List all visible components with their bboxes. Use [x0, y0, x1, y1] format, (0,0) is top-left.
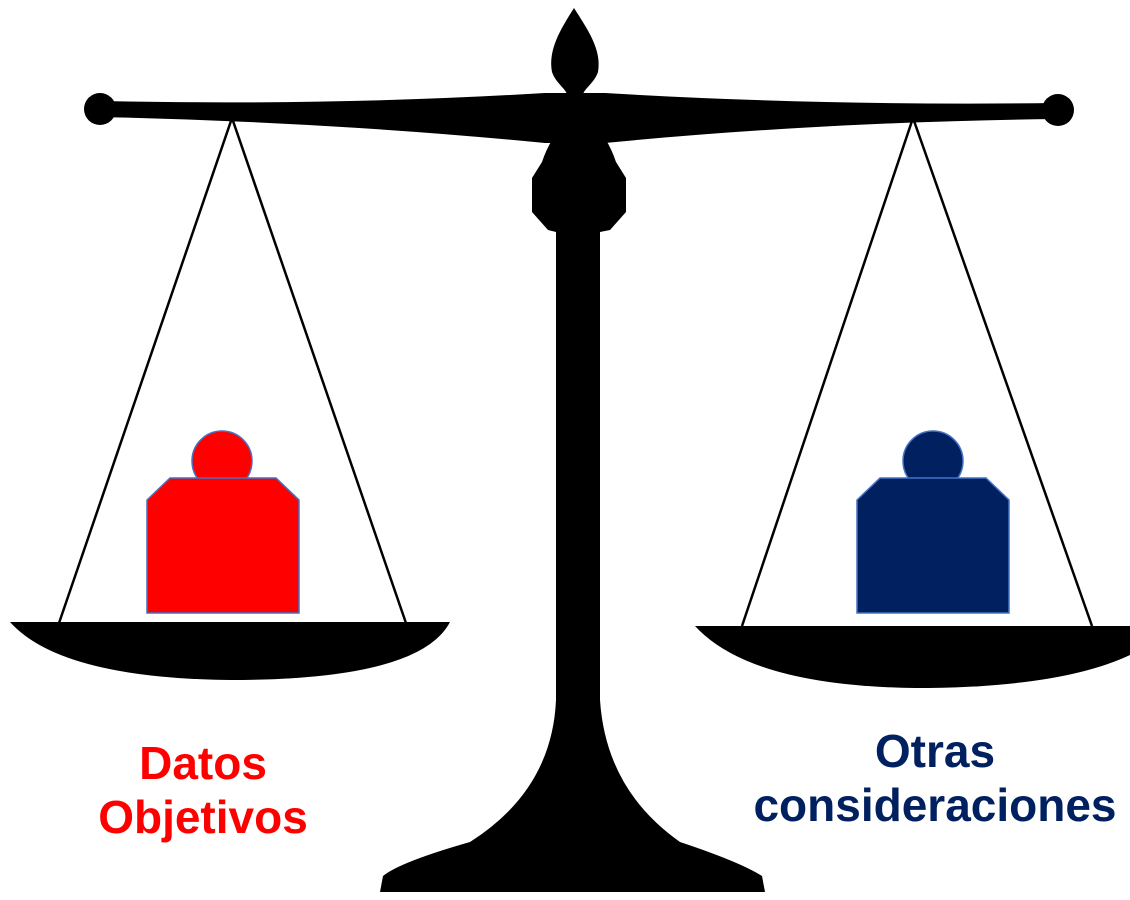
left-pan-label: Datos Objetivos [78, 736, 328, 844]
scale-beam [100, 93, 1055, 143]
left-label-line2: Objetivos [98, 791, 308, 843]
scale-finial [551, 8, 599, 96]
right-label-line1: Otras [874, 725, 996, 777]
right-label-line2: consideraciones [753, 779, 1117, 831]
left-weight-body [146, 477, 300, 614]
right-string-left [740, 117, 915, 627]
left-pan [10, 622, 450, 680]
left-string-right [230, 117, 409, 627]
beam-end-right [1042, 94, 1074, 126]
right-pan [695, 626, 1130, 688]
right-weight-body [856, 477, 1010, 614]
right-pan-label: Otras consideraciones [705, 724, 1130, 832]
right-string-right [911, 117, 1094, 627]
scale-column [380, 140, 765, 892]
left-label-line1: Datos [139, 737, 267, 789]
beam-end-left [84, 93, 116, 125]
left-string-left [56, 117, 234, 627]
